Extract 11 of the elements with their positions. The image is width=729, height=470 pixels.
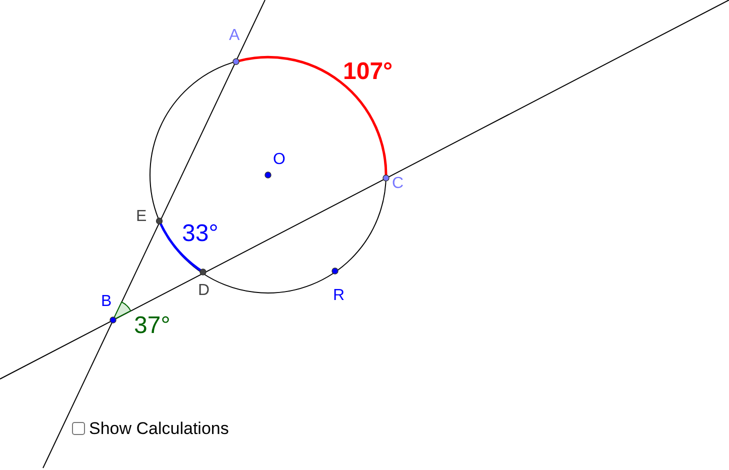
angle-label: 37° — [134, 314, 170, 338]
point-label: C — [392, 176, 404, 192]
checkbox: Show Calculations — [72, 420, 229, 437]
angle-label: 33° — [182, 222, 218, 246]
point-label: A — [229, 28, 240, 44]
point-label: E — [136, 209, 147, 225]
point-label: B — [101, 294, 112, 310]
point-label: R — [333, 288, 345, 304]
point-label: D — [198, 283, 210, 299]
point-label: O — [273, 152, 286, 168]
angle-label: 107° — [343, 60, 393, 84]
